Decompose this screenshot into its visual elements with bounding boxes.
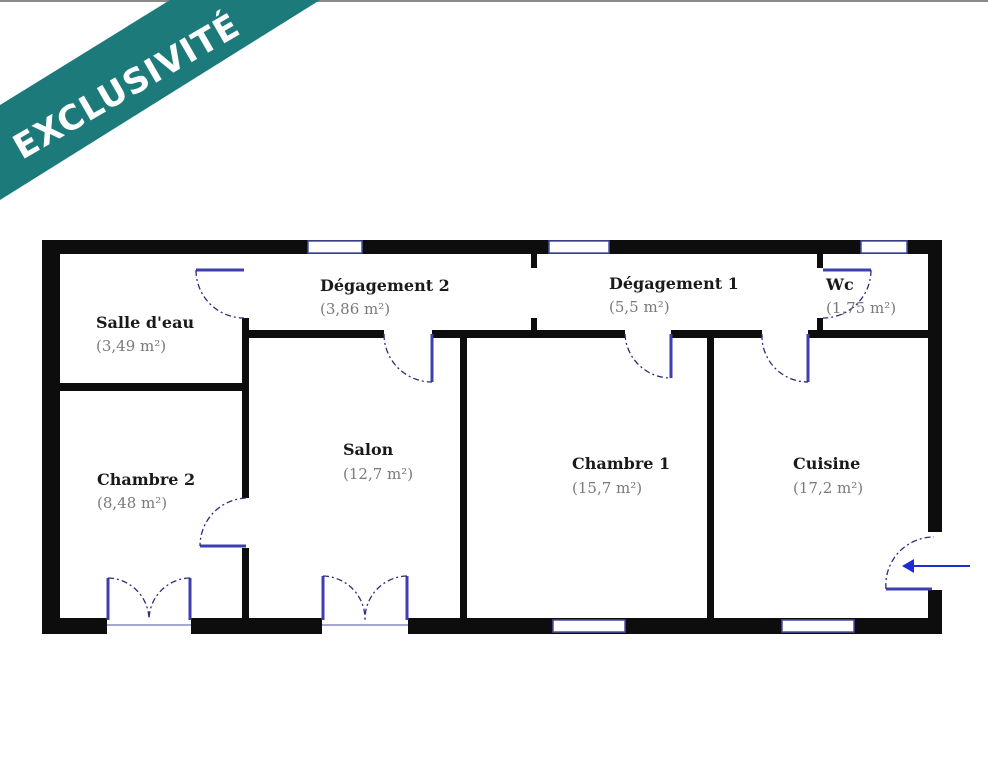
room-name: Dégagement 1 <box>609 274 739 293</box>
banner-ribbon <box>0 0 320 200</box>
door-chambre1 <box>624 328 673 379</box>
room-salon: Salon (12,7 m²) <box>343 440 413 483</box>
door-wc <box>815 268 872 319</box>
room-chambre2: Chambre 2 (8,48 m²) <box>97 470 195 512</box>
room-area: (17,2 m²) <box>793 479 863 497</box>
french-door-chambre2 <box>106 577 192 621</box>
door-cuisine <box>761 328 810 383</box>
room-name: Chambre 2 <box>97 470 195 489</box>
door-salle-eau <box>195 268 251 319</box>
room-name: Wc <box>825 275 854 294</box>
room-chambre1: Chambre 1 (15,7 m²) <box>572 454 670 497</box>
room-area: (15,7 m²) <box>572 479 642 497</box>
door-entrance <box>885 536 935 591</box>
room-area: (3,49 m²) <box>96 337 166 355</box>
room-salle-eau: Salle d'eau (3,49 m²) <box>96 313 194 355</box>
room-area: (1,75 m²) <box>826 299 896 317</box>
door-chambre2 <box>199 497 251 548</box>
room-name: Cuisine <box>793 454 860 473</box>
window-chambre1 <box>552 619 626 633</box>
room-cuisine: Cuisine (17,2 m²) <box>793 454 863 497</box>
room-degagement1: Dégagement 1 (5,5 m²) <box>609 274 739 316</box>
room-area: (5,5 m²) <box>609 298 670 316</box>
room-area: (3,86 m²) <box>320 300 390 318</box>
doors <box>106 268 935 621</box>
room-area: (8,48 m²) <box>97 494 167 512</box>
french-door-salon <box>321 575 409 621</box>
door-salon <box>383 328 434 383</box>
room-area: (12,7 m²) <box>343 465 413 483</box>
exclusivite-banner: EXCLUSIVITÉ <box>0 0 320 200</box>
room-name: Dégagement 2 <box>320 276 450 295</box>
walls <box>42 240 942 634</box>
room-degagement2: Dégagement 2 (3,86 m²) <box>320 276 450 318</box>
windows <box>107 240 908 636</box>
room-name: Salon <box>343 440 394 459</box>
window-cuisine <box>781 619 855 633</box>
window-degagement1 <box>548 240 610 254</box>
room-name: Chambre 1 <box>572 454 670 473</box>
entrance-arrow-icon <box>902 559 970 573</box>
room-wc: Wc (1,75 m²) <box>825 275 896 317</box>
window-degagement2 <box>307 240 363 254</box>
top-border-line <box>0 0 988 2</box>
room-name: Salle d'eau <box>96 313 194 332</box>
window-wc <box>860 240 908 254</box>
